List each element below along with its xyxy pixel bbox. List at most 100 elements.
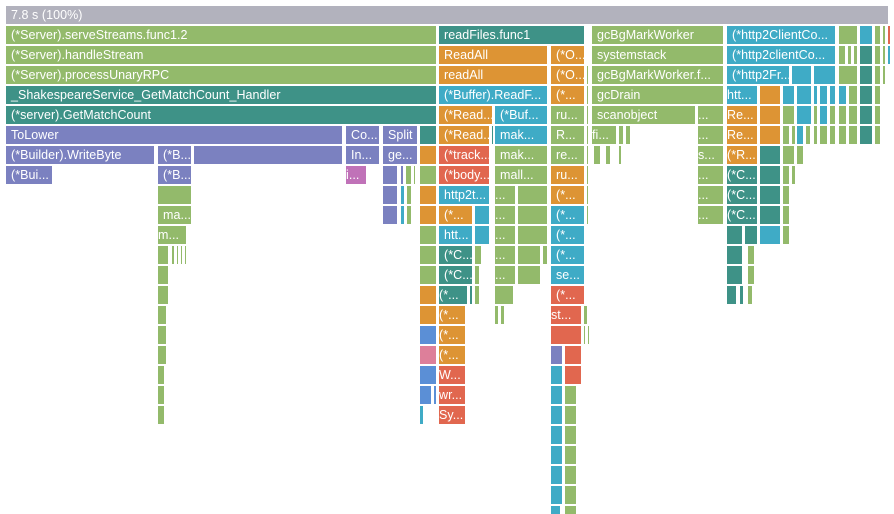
flame-frame[interactable]: ma... xyxy=(157,205,192,225)
flame-frame-unlabeled[interactable] xyxy=(564,385,577,405)
flame-frame-unlabeled[interactable] xyxy=(469,285,473,305)
flame-frame[interactable]: (*... xyxy=(550,245,585,265)
flame-frame-unlabeled[interactable] xyxy=(586,205,589,225)
flame-frame-unlabeled[interactable] xyxy=(759,105,781,125)
flame-frame-unlabeled[interactable] xyxy=(586,145,589,165)
flame-frame[interactable]: ... xyxy=(494,265,516,285)
flame-frame-unlabeled[interactable] xyxy=(726,245,743,265)
flame-frame-unlabeled[interactable] xyxy=(819,105,828,125)
flame-frame-unlabeled[interactable] xyxy=(874,45,881,65)
flame-frame-unlabeled[interactable] xyxy=(517,245,541,265)
flame-frame-unlabeled[interactable] xyxy=(747,245,755,265)
flame-frame[interactable]: R... xyxy=(550,125,585,145)
flame-frame-unlabeled[interactable] xyxy=(887,45,891,65)
flame-frame[interactable]: _ShakespeareService_GetMatchCount_Handle… xyxy=(5,85,437,105)
flame-frame[interactable]: (*Buf... xyxy=(494,105,548,125)
flame-frame[interactable]: ru... xyxy=(550,165,585,185)
flame-frame-unlabeled[interactable] xyxy=(382,165,398,185)
flame-frame-unlabeled[interactable] xyxy=(593,145,601,165)
flame-frame-unlabeled[interactable] xyxy=(853,45,858,65)
flame-frame-unlabeled[interactable] xyxy=(859,105,873,125)
flame-frame-unlabeled[interactable] xyxy=(782,145,795,165)
flame-frame[interactable]: (*server).GetMatchCount xyxy=(5,105,437,125)
flame-frame-unlabeled[interactable] xyxy=(419,365,437,385)
flame-frame-unlabeled[interactable] xyxy=(419,205,437,225)
flame-frame-unlabeled[interactable] xyxy=(157,325,167,345)
flame-frame-unlabeled[interactable] xyxy=(791,125,796,145)
flame-frame-unlabeled[interactable] xyxy=(586,65,589,85)
flame-frame[interactable]: ToLower xyxy=(5,125,343,145)
flame-frame[interactable]: (*Read... xyxy=(438,105,493,125)
flame-frame-unlabeled[interactable] xyxy=(419,385,432,405)
flame-frame[interactable]: ... xyxy=(697,205,724,225)
flame-frame-unlabeled[interactable] xyxy=(550,445,563,465)
flame-frame-unlabeled[interactable] xyxy=(550,345,563,365)
flame-frame-unlabeled[interactable] xyxy=(882,25,886,45)
flame-frame-unlabeled[interactable] xyxy=(406,185,412,205)
flame-frame-unlabeled[interactable] xyxy=(838,85,847,105)
flame-frame-unlabeled[interactable] xyxy=(180,245,183,265)
flame-frame[interactable]: se... xyxy=(550,265,585,285)
flame-frame[interactable]: (*C... xyxy=(726,205,758,225)
flame-frame-unlabeled[interactable] xyxy=(838,125,847,145)
flame-frame-unlabeled[interactable] xyxy=(625,125,631,145)
flame-frame[interactable]: (*Server).serveStreams.func1.2 xyxy=(5,25,437,45)
flame-frame[interactable]: (*http2ClientCo... xyxy=(726,25,836,45)
flame-frame[interactable]: readAll xyxy=(438,65,548,85)
flame-frame[interactable]: (*... xyxy=(438,325,466,345)
flame-frame-unlabeled[interactable] xyxy=(517,205,548,225)
flame-frame[interactable]: (*Buffer).ReadF... xyxy=(438,85,548,105)
flame-frame-unlabeled[interactable] xyxy=(564,425,577,445)
flame-frame-unlabeled[interactable] xyxy=(419,345,437,365)
flame-frame-unlabeled[interactable] xyxy=(782,225,790,245)
flame-frame-unlabeled[interactable] xyxy=(791,165,796,185)
flame-frame-unlabeled[interactable] xyxy=(564,345,582,365)
flame-frame-unlabeled[interactable] xyxy=(564,365,582,385)
flame-frame[interactable]: scanobject xyxy=(591,105,696,125)
flame-frame-unlabeled[interactable] xyxy=(586,125,589,145)
flame-frame-unlabeled[interactable] xyxy=(618,125,624,145)
flame-frame-unlabeled[interactable] xyxy=(759,145,781,165)
flame-frame-unlabeled[interactable] xyxy=(491,125,494,145)
flame-frame-unlabeled[interactable] xyxy=(813,125,818,145)
flame-frame[interactable]: fi... xyxy=(591,125,617,145)
flame-frame-unlabeled[interactable] xyxy=(419,225,437,245)
flame-frame[interactable]: (*C... xyxy=(726,185,758,205)
flame-frame-unlabeled[interactable] xyxy=(550,325,582,345)
flame-frame-unlabeled[interactable] xyxy=(759,85,781,105)
flame-frame[interactable]: Split xyxy=(382,125,418,145)
flame-frame-unlabeled[interactable] xyxy=(400,165,404,185)
flame-frame[interactable]: (*Server).processUnaryRPC xyxy=(5,65,437,85)
flame-frame[interactable]: ... xyxy=(494,185,516,205)
flame-frame-unlabeled[interactable] xyxy=(171,245,175,265)
flame-frame-unlabeled[interactable] xyxy=(847,45,852,65)
flame-frame-unlabeled[interactable] xyxy=(726,265,743,285)
flame-frame[interactable]: (*body... xyxy=(438,165,490,185)
flame-frame-unlabeled[interactable] xyxy=(474,245,482,265)
flame-frame-unlabeled[interactable] xyxy=(406,205,412,225)
flame-frame[interactable]: systemstack xyxy=(591,45,724,65)
flame-frame-unlabeled[interactable] xyxy=(583,305,588,325)
flame-frame-unlabeled[interactable] xyxy=(819,85,828,105)
flame-frame-unlabeled[interactable] xyxy=(618,145,622,165)
flame-frame-unlabeled[interactable] xyxy=(157,285,169,305)
flame-frame[interactable]: (*C... xyxy=(438,245,473,265)
flame-frame[interactable]: (*B... xyxy=(157,145,192,165)
flame-frame-unlabeled[interactable] xyxy=(157,305,167,325)
flame-frame-unlabeled[interactable] xyxy=(805,125,811,145)
flame-frame-unlabeled[interactable] xyxy=(796,85,812,105)
flame-frame-unlabeled[interactable] xyxy=(874,105,881,125)
flame-frame-unlabeled[interactable] xyxy=(157,365,165,385)
flame-frame[interactable]: (*Builder).WriteByte xyxy=(5,145,155,165)
flame-frame-unlabeled[interactable] xyxy=(838,25,858,45)
flame-frame[interactable]: (*O... xyxy=(550,65,585,85)
flame-frame[interactable]: W... xyxy=(438,365,466,385)
flame-frame-unlabeled[interactable] xyxy=(405,165,412,185)
flame-frame[interactable]: s... xyxy=(697,145,724,165)
flame-frame-unlabeled[interactable] xyxy=(419,145,437,165)
flame-frame[interactable]: (*... xyxy=(550,225,585,245)
flame-frame-unlabeled[interactable] xyxy=(813,85,818,105)
flame-frame-unlabeled[interactable] xyxy=(782,125,790,145)
flame-frame-unlabeled[interactable] xyxy=(500,305,505,325)
flame-frame[interactable]: gcDrain xyxy=(591,85,724,105)
